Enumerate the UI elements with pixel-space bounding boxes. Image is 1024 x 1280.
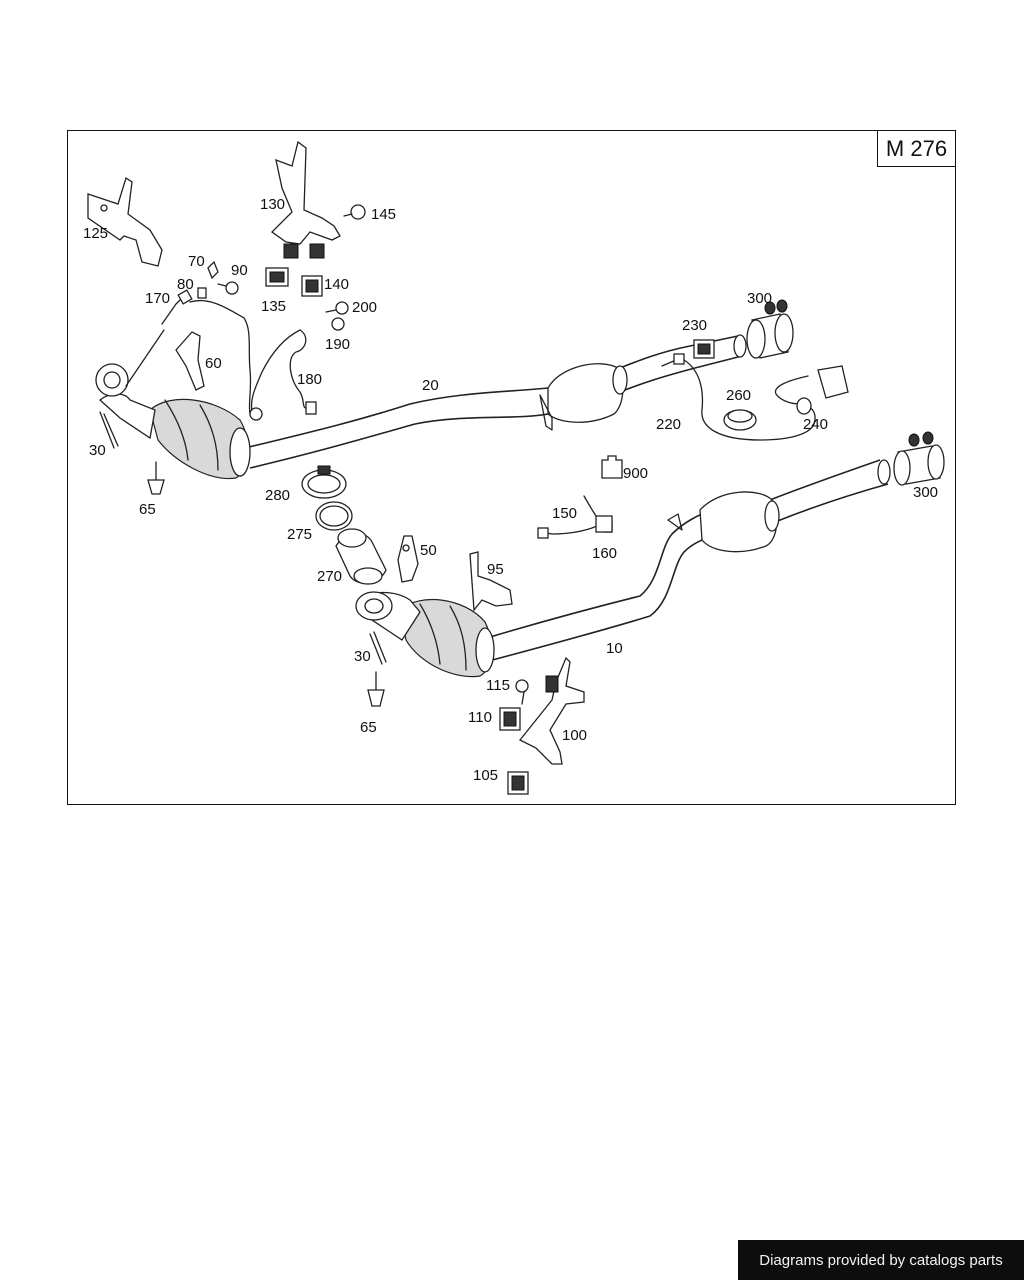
label-150: 150 <box>552 505 577 522</box>
grommet-260 <box>723 409 757 431</box>
clip-110 <box>499 707 521 731</box>
label-220: 220 <box>656 416 681 433</box>
label-80: 80 <box>177 276 194 293</box>
clip-105 <box>507 771 529 795</box>
label-200: 200 <box>352 299 377 316</box>
label-260: 260 <box>726 387 751 404</box>
exhaust-pipe-10 <box>479 459 891 663</box>
bolt-115 <box>515 679 529 705</box>
label-100: 100 <box>562 727 587 744</box>
clip-240 <box>796 397 812 415</box>
label-65-lower: 65 <box>360 719 377 736</box>
bracket-50 <box>397 535 419 583</box>
label-270: 270 <box>317 568 342 585</box>
upper-front-catalytic-converter <box>95 363 251 480</box>
label-65-upper: 65 <box>139 501 156 518</box>
upper-rear-catalyst <box>539 363 628 431</box>
label-135: 135 <box>261 298 286 315</box>
clamp-300-lower <box>893 431 945 486</box>
label-30-upper: 30 <box>89 442 106 459</box>
label-60: 60 <box>205 355 222 372</box>
nut-70 <box>207 260 219 280</box>
label-90: 90 <box>231 262 248 279</box>
label-130: 130 <box>260 196 285 213</box>
label-180: 180 <box>297 371 322 388</box>
model-code-badge: M 276 <box>877 130 956 167</box>
gasket-275 <box>315 501 353 531</box>
label-145: 145 <box>371 206 396 223</box>
bolt-190 <box>331 317 345 331</box>
clip-230 <box>693 339 715 359</box>
bolt-30-lower <box>369 631 387 665</box>
bolt-145 <box>343 204 366 220</box>
sensor-170 <box>125 289 252 415</box>
label-70: 70 <box>188 253 205 270</box>
label-30-lower: 30 <box>354 648 371 665</box>
sensor-220 <box>661 353 849 441</box>
exhaust-pipe-20 <box>244 334 747 469</box>
bracket-130 <box>270 140 341 259</box>
clamp-300-upper <box>746 299 794 359</box>
label-280: 280 <box>265 487 290 504</box>
label-105: 105 <box>473 767 498 784</box>
bracket-100 <box>518 656 585 765</box>
label-115: 115 <box>486 677 510 694</box>
connector-900 <box>601 455 623 479</box>
label-125: 125 <box>83 225 108 242</box>
bracket-125 <box>87 176 163 267</box>
label-240: 240 <box>803 416 828 433</box>
label-275: 275 <box>287 526 312 543</box>
nut-80 <box>197 287 207 299</box>
lower-rear-catalyst <box>667 491 780 553</box>
label-160: 160 <box>592 545 617 562</box>
label-300-lower: 300 <box>913 484 938 501</box>
label-95: 95 <box>487 561 504 578</box>
bracket-60 <box>175 331 205 391</box>
label-140: 140 <box>324 276 349 293</box>
label-110: 110 <box>468 709 492 726</box>
credit-banner: Diagrams provided by catalogs parts <box>738 1240 1024 1280</box>
clip-140 <box>301 275 323 297</box>
label-190: 190 <box>325 336 350 353</box>
label-900: 900 <box>623 465 648 482</box>
pipe-270 <box>335 528 387 585</box>
bolt-65-lower <box>367 671 385 707</box>
clip-135 <box>265 267 289 287</box>
bracket-95 <box>469 551 513 612</box>
clamp-280 <box>301 465 347 499</box>
label-50: 50 <box>420 542 437 559</box>
sensor-180 <box>249 329 317 421</box>
label-20: 20 <box>422 377 439 394</box>
bolt-65-upper <box>147 461 165 495</box>
bolt-200 <box>325 301 349 315</box>
lower-front-catalytic-converter <box>355 591 495 678</box>
label-300-upper: 300 <box>747 290 772 307</box>
label-10: 10 <box>606 640 623 657</box>
bolt-30-upper <box>99 411 119 449</box>
label-170: 170 <box>145 290 170 307</box>
label-230: 230 <box>682 317 707 334</box>
clip-160 <box>595 515 613 533</box>
bolt-90 <box>217 281 239 295</box>
